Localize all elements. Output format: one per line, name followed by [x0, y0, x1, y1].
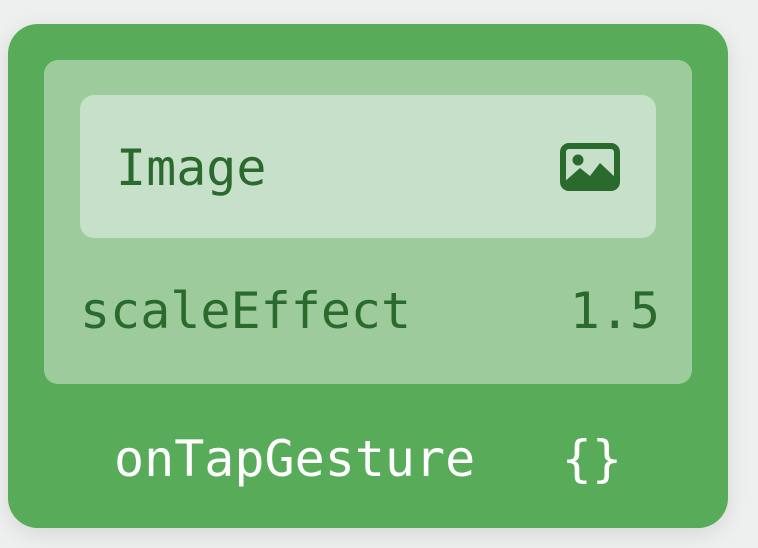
image-view-block: Image: [80, 95, 656, 238]
scale-effect-label: scaleEffect: [80, 282, 412, 340]
scale-modifier-block: Image: [44, 60, 692, 384]
image-view-label: Image: [116, 139, 267, 197]
gesture-modifier-block: Image scaleEffect 1.5 onTapGesture {}: [8, 24, 728, 528]
on-tap-gesture-closure: {}: [561, 430, 622, 488]
scale-effect-value: 1.5: [569, 282, 660, 340]
on-tap-gesture-label: onTapGesture: [114, 430, 476, 488]
photo-icon: [560, 143, 620, 191]
